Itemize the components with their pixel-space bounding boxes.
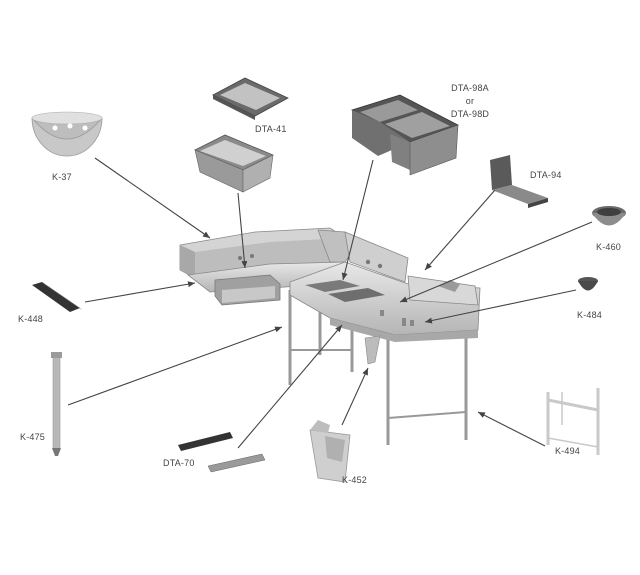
part-dta94 — [490, 155, 548, 208]
arrow-dta94 — [424, 189, 496, 271]
part-dta98 — [350, 94, 460, 176]
arrow-k448 — [84, 281, 196, 303]
label-dta98d: DTA-98D — [450, 109, 490, 119]
part-dta41-sink — [194, 134, 274, 193]
part-k484 — [578, 277, 598, 291]
part-k37 — [31, 111, 103, 157]
label-k452: K-452 — [342, 475, 368, 485]
label-dta41: DTA-41 — [255, 124, 287, 134]
arrow-k37 — [94, 157, 211, 239]
label-k37: K-37 — [52, 172, 72, 182]
label-dta94: DTA-94 — [530, 170, 562, 180]
label-k484: K-484 — [577, 310, 603, 320]
arrow-k484 — [424, 289, 577, 324]
part-k448 — [32, 282, 82, 312]
part-dta70 — [178, 432, 266, 473]
part-dta41 — [212, 77, 289, 120]
arrow-dta98 — [341, 159, 374, 281]
right-section — [289, 261, 481, 365]
corner-splash — [317, 229, 409, 283]
label-k448: K-448 — [18, 314, 44, 324]
dishtable-assembly — [179, 227, 481, 445]
part-k460 — [592, 206, 626, 226]
label-or: or — [465, 96, 475, 106]
label-dta70: DTA-70 — [163, 458, 195, 468]
label-k494: K-494 — [555, 446, 581, 456]
arrow-dta70 — [237, 324, 343, 449]
arrow-k460 — [399, 221, 593, 303]
label-k460: K-460 — [596, 242, 622, 252]
part-k494 — [546, 388, 600, 455]
leader-arrows — [67, 157, 593, 449]
part-k452 — [309, 420, 351, 483]
arrow-k494 — [477, 411, 546, 447]
label-dta98a: DTA-98A — [451, 83, 489, 93]
label-k475: K-475 — [20, 432, 46, 442]
arrow-dta41 — [237, 192, 248, 269]
part-k475 — [51, 352, 62, 456]
arrow-k475 — [67, 326, 283, 406]
arrow-k452 — [341, 367, 369, 426]
